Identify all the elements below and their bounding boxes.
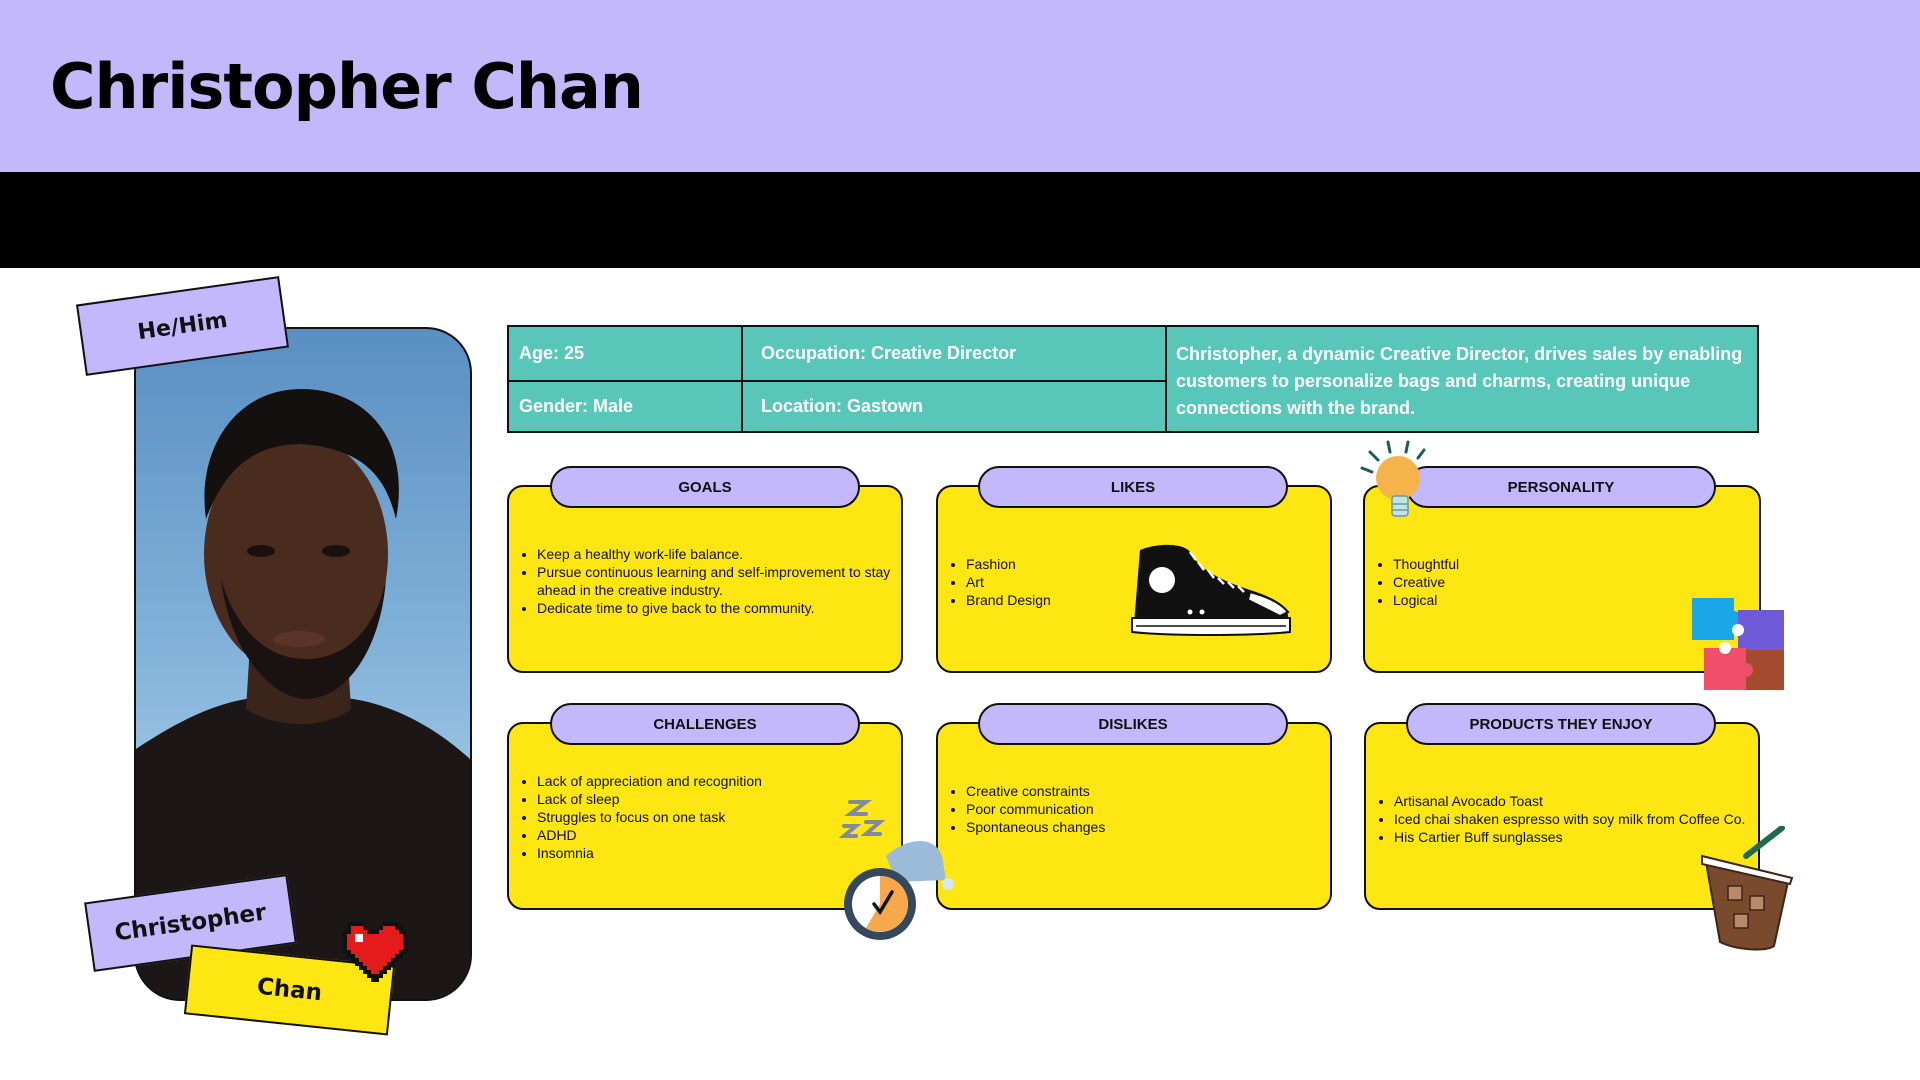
personality-card: Thoughtful Creative Logical xyxy=(1363,485,1761,673)
lightbulb-icon xyxy=(1360,440,1426,517)
list-item: Poor communication xyxy=(966,800,1266,818)
divider xyxy=(509,380,1165,382)
dislikes-title: DISLIKES xyxy=(978,703,1288,745)
iced-coffee-icon xyxy=(1701,826,1794,951)
personality-list: Thoughtful Creative Logical xyxy=(1373,555,1593,609)
products-list: Artisanal Avocado Toast Iced chai shaken… xyxy=(1374,792,1778,846)
personality-title: PERSONALITY xyxy=(1406,466,1716,508)
sleepy-clock-icon xyxy=(838,800,954,940)
divider xyxy=(1165,327,1167,431)
goals-list: Keep a healthy work-life balance. Pursue… xyxy=(517,545,907,617)
location-cell: Location: Gastown xyxy=(761,396,923,416)
black-band xyxy=(0,172,1920,268)
likes-card: Fashion Art Brand Design xyxy=(936,485,1332,673)
puzzle-icon xyxy=(1692,598,1784,690)
goals-card: Keep a healthy work-life balance. Pursue… xyxy=(507,485,903,673)
list-item: Keep a healthy work-life balance. xyxy=(537,545,907,563)
list-item: Pursue continuous learning and self-impr… xyxy=(537,563,907,599)
occupation-cell: Occupation: Creative Director xyxy=(761,343,1017,363)
goals-title: GOALS xyxy=(550,466,860,508)
description-cell: Christopher, a dynamic Creative Director… xyxy=(1176,344,1743,418)
list-item: Lack of appreciation and recognition xyxy=(537,772,837,790)
products-card: Artisanal Avocado Toast Iced chai shaken… xyxy=(1364,722,1760,910)
header-banner: Christopher Chan xyxy=(0,0,1920,172)
pixel-heart-icon xyxy=(343,922,407,982)
likes-list: Fashion Art Brand Design xyxy=(946,555,1166,609)
list-item: Logical xyxy=(1393,591,1593,609)
list-item: Fashion xyxy=(966,555,1166,573)
list-item: Artisanal Avocado Toast xyxy=(1394,792,1778,810)
challenges-title: CHALLENGES xyxy=(550,703,860,745)
page-title: Christopher Chan xyxy=(50,50,644,123)
list-item: Creative constraints xyxy=(966,782,1266,800)
divider xyxy=(741,327,743,431)
list-item: Creative xyxy=(1393,573,1593,591)
sneaker-icon xyxy=(1131,544,1291,636)
list-item: Dedicate time to give back to the commun… xyxy=(537,599,907,617)
list-item: Brand Design xyxy=(966,591,1166,609)
list-item: Spontaneous changes xyxy=(966,818,1266,836)
products-title: PRODUCTS THEY ENJOY xyxy=(1406,703,1716,745)
list-item: Insomnia xyxy=(537,844,837,862)
challenges-card: Lack of appreciation and recognition Lac… xyxy=(507,722,903,910)
list-item: Lack of sleep xyxy=(537,790,837,808)
info-table: Age: 25 Gender: Male Occupation: Creativ… xyxy=(507,325,1759,433)
list-item: ADHD xyxy=(537,826,837,844)
list-item: Iced chai shaken espresso with soy milk … xyxy=(1394,810,1778,828)
list-item: Struggles to focus on one task xyxy=(537,808,837,826)
list-item: Art xyxy=(966,573,1166,591)
challenges-list: Lack of appreciation and recognition Lac… xyxy=(517,772,837,862)
dislikes-card: Creative constraints Poor communication … xyxy=(936,722,1332,910)
likes-title: LIKES xyxy=(978,466,1288,508)
list-item: His Cartier Buff sunglasses xyxy=(1394,828,1778,846)
dislikes-list: Creative constraints Poor communication … xyxy=(946,782,1266,836)
list-item: Thoughtful xyxy=(1393,555,1593,573)
gender-cell: Gender: Male xyxy=(519,396,634,416)
age-cell: Age: 25 xyxy=(519,343,585,363)
